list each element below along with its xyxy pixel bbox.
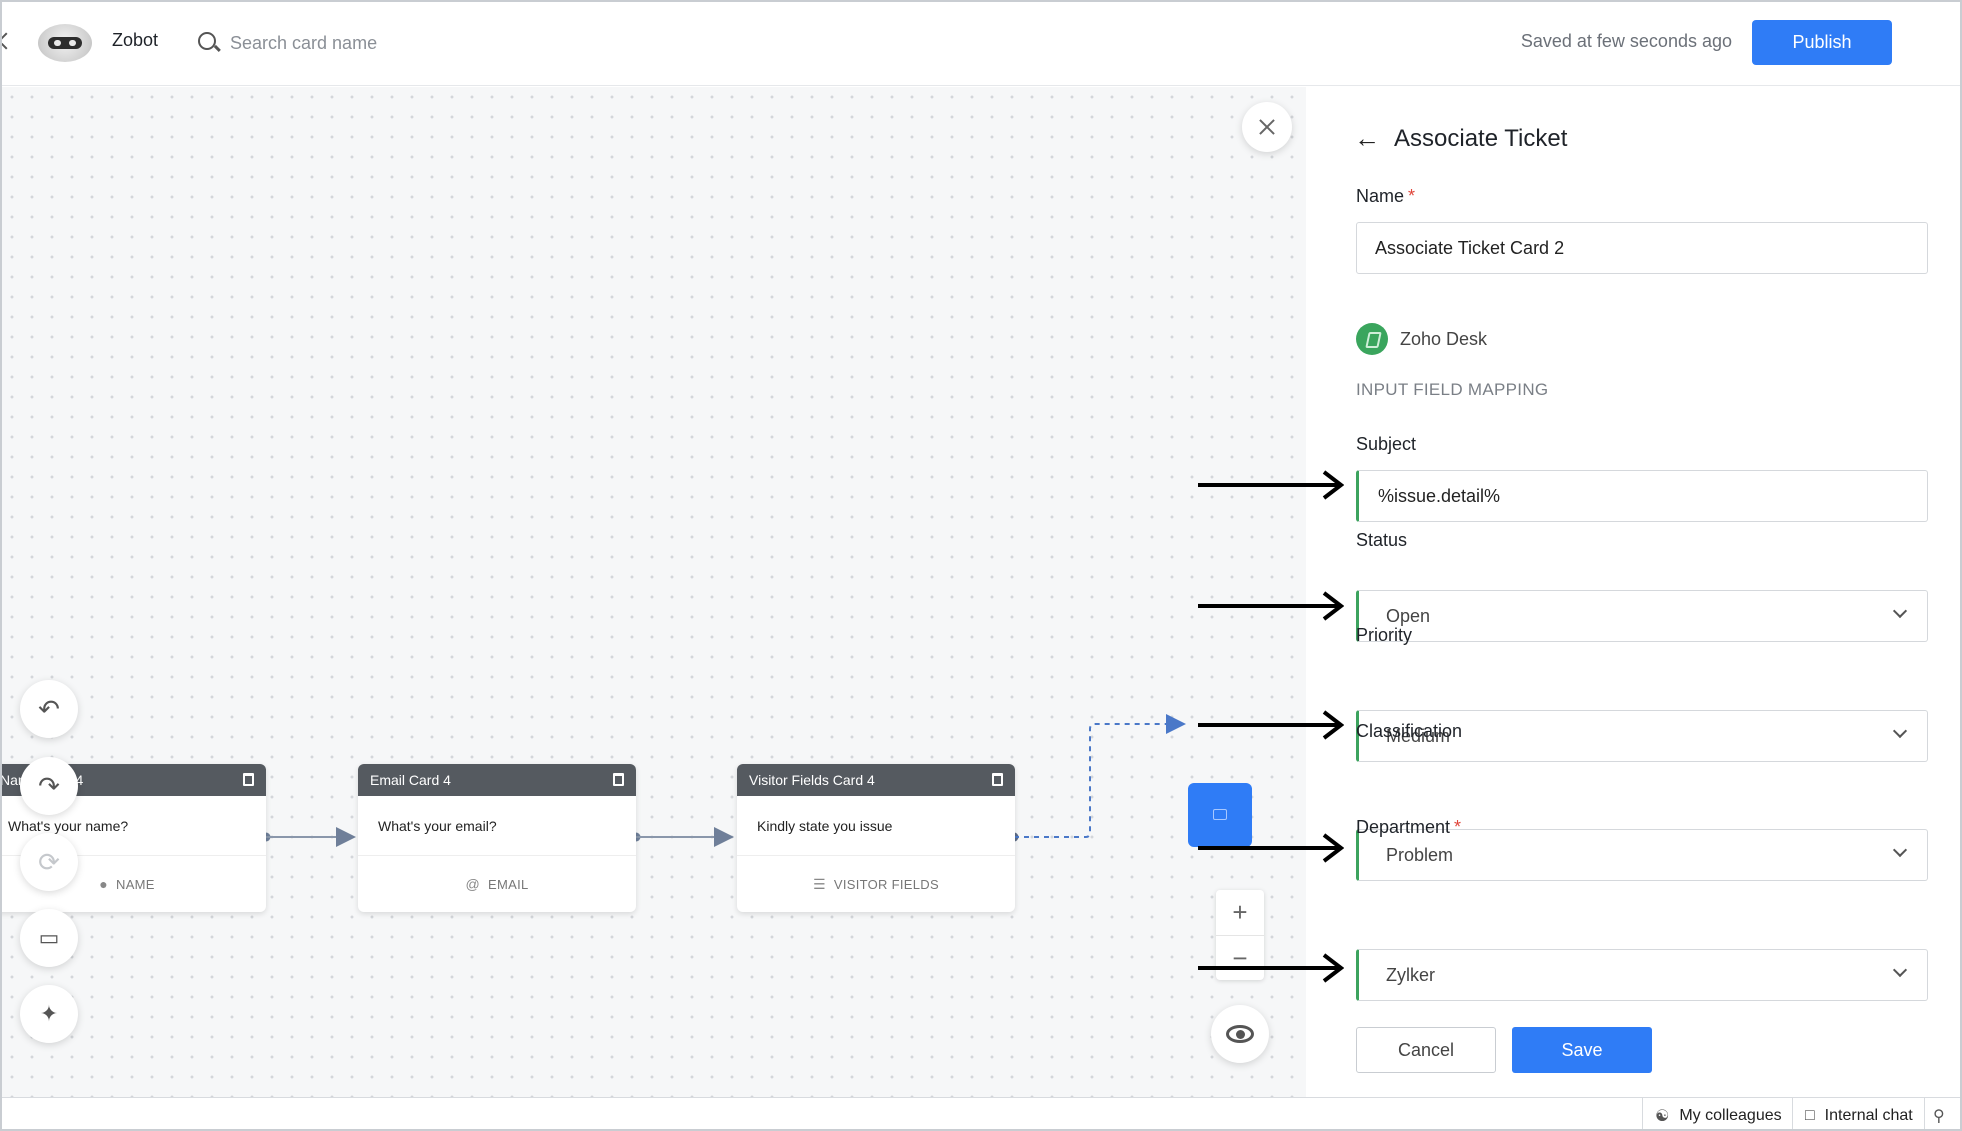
zoom-in-button[interactable]: + <box>1232 897 1248 927</box>
department-value: Zylker <box>1386 965 1435 985</box>
associate-ticket-card[interactable] <box>1188 783 1252 847</box>
ticket-icon <box>1213 809 1227 820</box>
card-question: What's your name? <box>2 796 266 856</box>
top-bar: Zobot Saved at few seconds ago Publish <box>2 2 1960 86</box>
save-button[interactable]: Save <box>1512 1027 1652 1073</box>
trash-icon[interactable] <box>613 773 624 786</box>
back-arrow-icon[interactable]: ← <box>1354 123 1380 153</box>
department-label: Department* <box>1356 817 1462 837</box>
annotation-arrow <box>1198 833 1344 863</box>
close-icon <box>1256 116 1278 138</box>
colleagues-label: My colleagues <box>1679 1107 1782 1124</box>
chat-icon: □ <box>1805 1107 1815 1124</box>
zoom-out-button[interactable]: − <box>1216 935 1264 980</box>
annotation-arrow <box>1198 953 1344 983</box>
chevron-down-icon <box>1892 723 1908 739</box>
annotation-arrow <box>1198 591 1344 621</box>
zobot-logo <box>38 24 92 62</box>
saved-status: Saved at few seconds ago <box>1520 31 1732 51</box>
redo-icon[interactable]: ↷ <box>20 757 78 815</box>
search-input[interactable] <box>230 28 450 58</box>
priority-select[interactable]: Medium <box>1356 710 1928 762</box>
search-bar[interactable] <box>198 28 458 58</box>
search-icon <box>198 32 216 50</box>
person-icon: ● <box>99 876 108 892</box>
card-footer-label: VISITOR FIELDS <box>833 876 939 892</box>
classification-select[interactable]: Problem <box>1356 829 1928 881</box>
preview-button[interactable] <box>1211 1005 1269 1063</box>
zoho-desk-icon <box>1356 323 1388 355</box>
subject-label: Subject <box>1356 434 1417 454</box>
section-caption: INPUT FIELD MAPPING <box>1356 380 1549 399</box>
bottom-bar: ☯ My colleagues □ Internal chat ⚲ <box>2 1097 1960 1129</box>
search-icon: ⚲ <box>1933 1108 1945 1125</box>
department-select[interactable]: Zylker <box>1356 949 1928 1001</box>
zoom-controls: + − <box>1216 890 1264 980</box>
status-value: Open <box>1386 606 1431 626</box>
app-name: Zobot <box>112 30 159 50</box>
chevron-down-icon <box>1892 962 1908 978</box>
required-mark: * <box>1408 186 1416 206</box>
chevron-down-icon <box>1892 842 1908 858</box>
database-icon: ☰ <box>813 875 826 892</box>
flow-card-email[interactable]: Email Card 4 What's your email? @ EMAIL <box>358 764 636 912</box>
canvas-close-button[interactable] <box>1242 102 1292 152</box>
trash-icon[interactable] <box>243 773 254 786</box>
flow-card-visitor-fields[interactable]: Visitor Fields Card 4 Kindly state you i… <box>737 764 1015 912</box>
card-question: What's your email? <box>358 796 636 856</box>
internal-chat-button[interactable]: □ Internal chat <box>1792 1098 1925 1129</box>
integration-name: Zoho Desk <box>1400 328 1488 349</box>
card-question: Kindly state you issue <box>737 796 1015 856</box>
cancel-button[interactable]: Cancel <box>1356 1027 1496 1073</box>
card-footer-label: NAME <box>116 876 155 892</box>
card-connectors <box>261 714 1186 847</box>
trash-icon[interactable] <box>992 773 1003 786</box>
card-settings-panel: ← Associate Ticket Name* Associate Ticke… <box>1306 87 1960 1097</box>
close-icon[interactable] <box>2 30 10 52</box>
at-icon: @ <box>465 876 480 892</box>
classification-label: Classification <box>1356 721 1463 741</box>
refresh-icon[interactable]: ⟳ <box>20 833 78 891</box>
status-label: Status <box>1356 530 1408 550</box>
monitor-icon[interactable]: ▭ <box>20 909 78 967</box>
people-icon: ☯ <box>1655 1108 1670 1125</box>
bottom-search-button[interactable]: ⚲ <box>1924 1098 1953 1129</box>
subject-field[interactable]: %issue.detail% <box>1356 470 1928 522</box>
publish-button[interactable]: Publish <box>1752 20 1892 65</box>
card-footer-label: EMAIL <box>488 876 529 892</box>
eye-icon <box>1226 1025 1254 1043</box>
classification-value: Problem <box>1386 845 1454 865</box>
internal-chat-label: Internal chat <box>1824 1107 1913 1124</box>
annotation-arrow <box>1198 470 1344 500</box>
card-title: Email Card 4 <box>370 772 451 788</box>
annotation-arrow <box>1198 710 1344 740</box>
priority-value: Medium <box>1386 726 1451 746</box>
card-title: Visitor Fields Card 4 <box>749 772 875 788</box>
name-label: Name* <box>1356 186 1416 206</box>
undo-icon[interactable]: ↶ <box>20 680 78 738</box>
chevron-down-icon <box>1892 603 1908 619</box>
flow-canvas[interactable]: Name Card 4 What's your name? ●NAME Emai… <box>2 87 1306 1097</box>
name-field[interactable]: Associate Ticket Card 2 <box>1356 222 1928 274</box>
required-mark: * <box>1454 817 1462 837</box>
magic-wand-icon[interactable]: ✦ <box>20 985 78 1043</box>
priority-label: Priority <box>1356 625 1413 645</box>
my-colleagues-button[interactable]: ☯ My colleagues <box>1642 1098 1794 1129</box>
panel-title: Associate Ticket <box>1394 124 1568 152</box>
status-select[interactable]: Open <box>1356 590 1928 642</box>
